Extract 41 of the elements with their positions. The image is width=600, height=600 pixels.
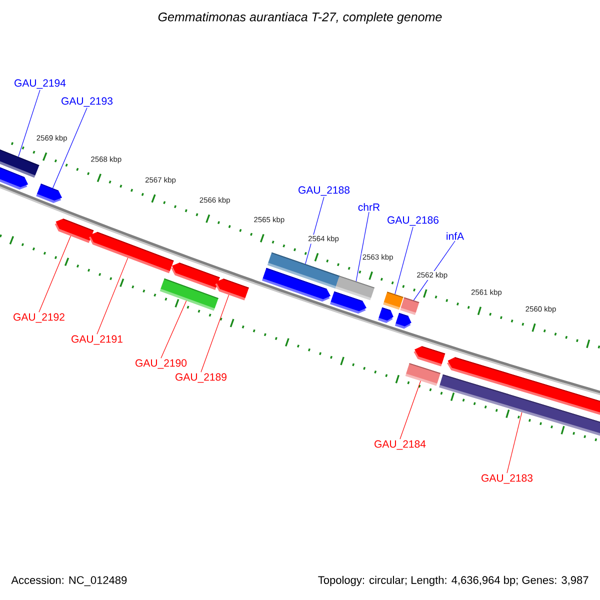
gene-feature	[215, 278, 250, 300]
leader-line	[160, 300, 187, 358]
gene-feature	[414, 346, 446, 366]
leader-line	[38, 236, 71, 312]
gene-label: GAU_2183	[482, 474, 533, 484]
gene-feature	[0, 166, 28, 190]
gene-feature	[54, 218, 94, 244]
gene-feature	[378, 307, 394, 323]
leader-line	[18, 90, 40, 158]
leader-line	[400, 380, 421, 440]
leader-line	[394, 226, 414, 294]
gene-feature	[88, 232, 174, 274]
footer-text: Accession: NC_012489	[11, 576, 127, 586]
gene-box	[335, 276, 375, 300]
title: Gemmatimonas aurantiaca T-27, complete genome	[158, 12, 442, 24]
gene-label: GAU_2193	[62, 97, 112, 107]
leader-line	[356, 212, 370, 282]
gene-label: chrR	[358, 203, 380, 211]
footer-text: Topology: circular; Length: 4,636,964 bp; Genes: 3,987	[318, 576, 588, 586]
gene-label: GAU_2188	[298, 186, 350, 196]
gene-label: GAU_2186	[388, 216, 439, 226]
gene-box	[405, 363, 441, 386]
gene-label: infA	[446, 232, 464, 240]
gene-box	[383, 292, 404, 310]
leader-line	[96, 258, 128, 334]
gene-box	[267, 252, 340, 289]
leader-line	[200, 294, 230, 372]
gene-label: GAU_2189	[176, 373, 226, 383]
gene-label: GAU_2190	[136, 359, 187, 369]
gene-label: GAU_2194	[14, 79, 66, 89]
leader-line	[506, 412, 522, 474]
gene-label: GAU_2191	[72, 335, 122, 345]
leader-line	[52, 108, 88, 188]
gene-label: GAU_2192	[14, 313, 64, 323]
gene-feature	[36, 184, 62, 204]
gene-box	[439, 374, 600, 438]
gene-label: GAU_2184	[374, 440, 426, 450]
gene-feature	[171, 262, 220, 290]
gene-box	[400, 297, 420, 315]
gene-feature	[394, 312, 412, 329]
leader-line	[305, 196, 324, 264]
